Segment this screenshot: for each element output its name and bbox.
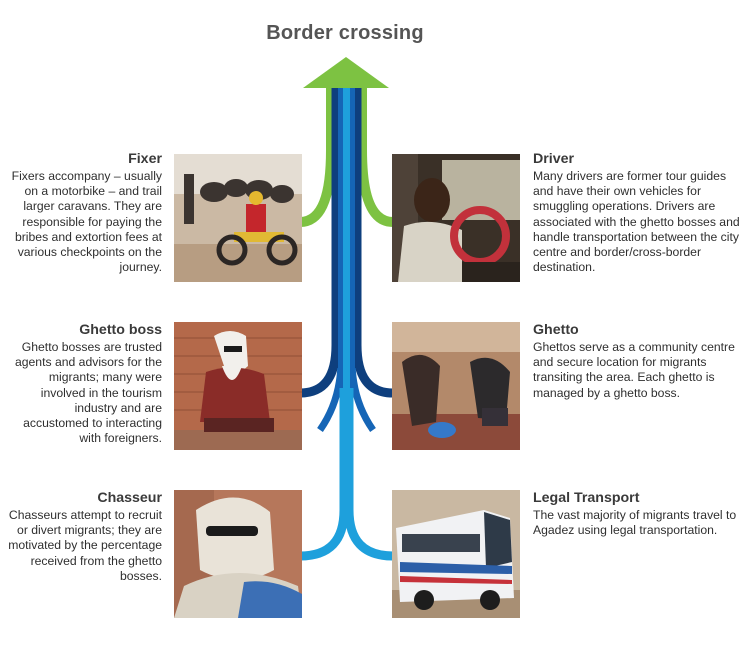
driver-description: Many drivers are former tour guides and …: [533, 169, 740, 275]
light-blue-branch-right: [344, 88, 394, 561]
bus-photo: [392, 490, 520, 618]
legal-transport-heading: Legal Transport: [533, 490, 640, 506]
chasseur-block: Chasseur Chasseurs attempt to recruit or…: [6, 490, 162, 584]
arrow-head: [303, 57, 389, 88]
ghetto-boss-block: Ghetto boss Ghetto bosses are trusted ag…: [6, 322, 162, 446]
green-branch-left: [299, 88, 336, 227]
driver-block: Driver Many drivers are former tour guid…: [533, 151, 743, 275]
stem-strip-4: [350, 88, 354, 388]
ghetto-boss-heading: Ghetto boss: [79, 322, 162, 338]
stem-strip-2: [339, 88, 343, 388]
diagram-title: Border crossing: [266, 22, 424, 44]
veiled-man-photo: [174, 490, 302, 618]
driver-heading: Driver: [533, 151, 575, 167]
stem-strip-1: [334, 88, 338, 368]
chasseur-description: Chasseurs attempt to recruit or divert m…: [8, 508, 162, 583]
seated-man-photo: [174, 322, 302, 450]
ghetto-block: Ghetto Ghettos serve as a community cent…: [533, 322, 743, 401]
green-branch-right: [357, 88, 394, 227]
light-blue-branch-left: [299, 88, 349, 561]
driver-photo: [392, 154, 520, 282]
room-photo: [392, 322, 520, 450]
ghetto-heading: Ghetto: [533, 322, 579, 338]
ghetto-boss-description: Ghetto bosses are trusted agents and adv…: [14, 340, 162, 446]
fixer-block: Fixer Fixers accompany – usually on a mo…: [6, 151, 162, 275]
legal-transport-block: Legal Transport The vast majority of mig…: [533, 490, 743, 538]
chasseur-heading: Chasseur: [97, 490, 162, 506]
motorbike-photo: [174, 154, 302, 282]
legal-transport-description: The vast majority of migrants travel to …: [533, 508, 737, 538]
ghetto-description: Ghettos serve as a community centre and …: [533, 340, 735, 400]
stem-strip-5: [355, 88, 359, 368]
fixer-heading: Fixer: [128, 151, 162, 167]
stem-strip-3: [344, 88, 349, 508]
fixer-description: Fixers accompany – usually on a motorbik…: [11, 169, 162, 275]
